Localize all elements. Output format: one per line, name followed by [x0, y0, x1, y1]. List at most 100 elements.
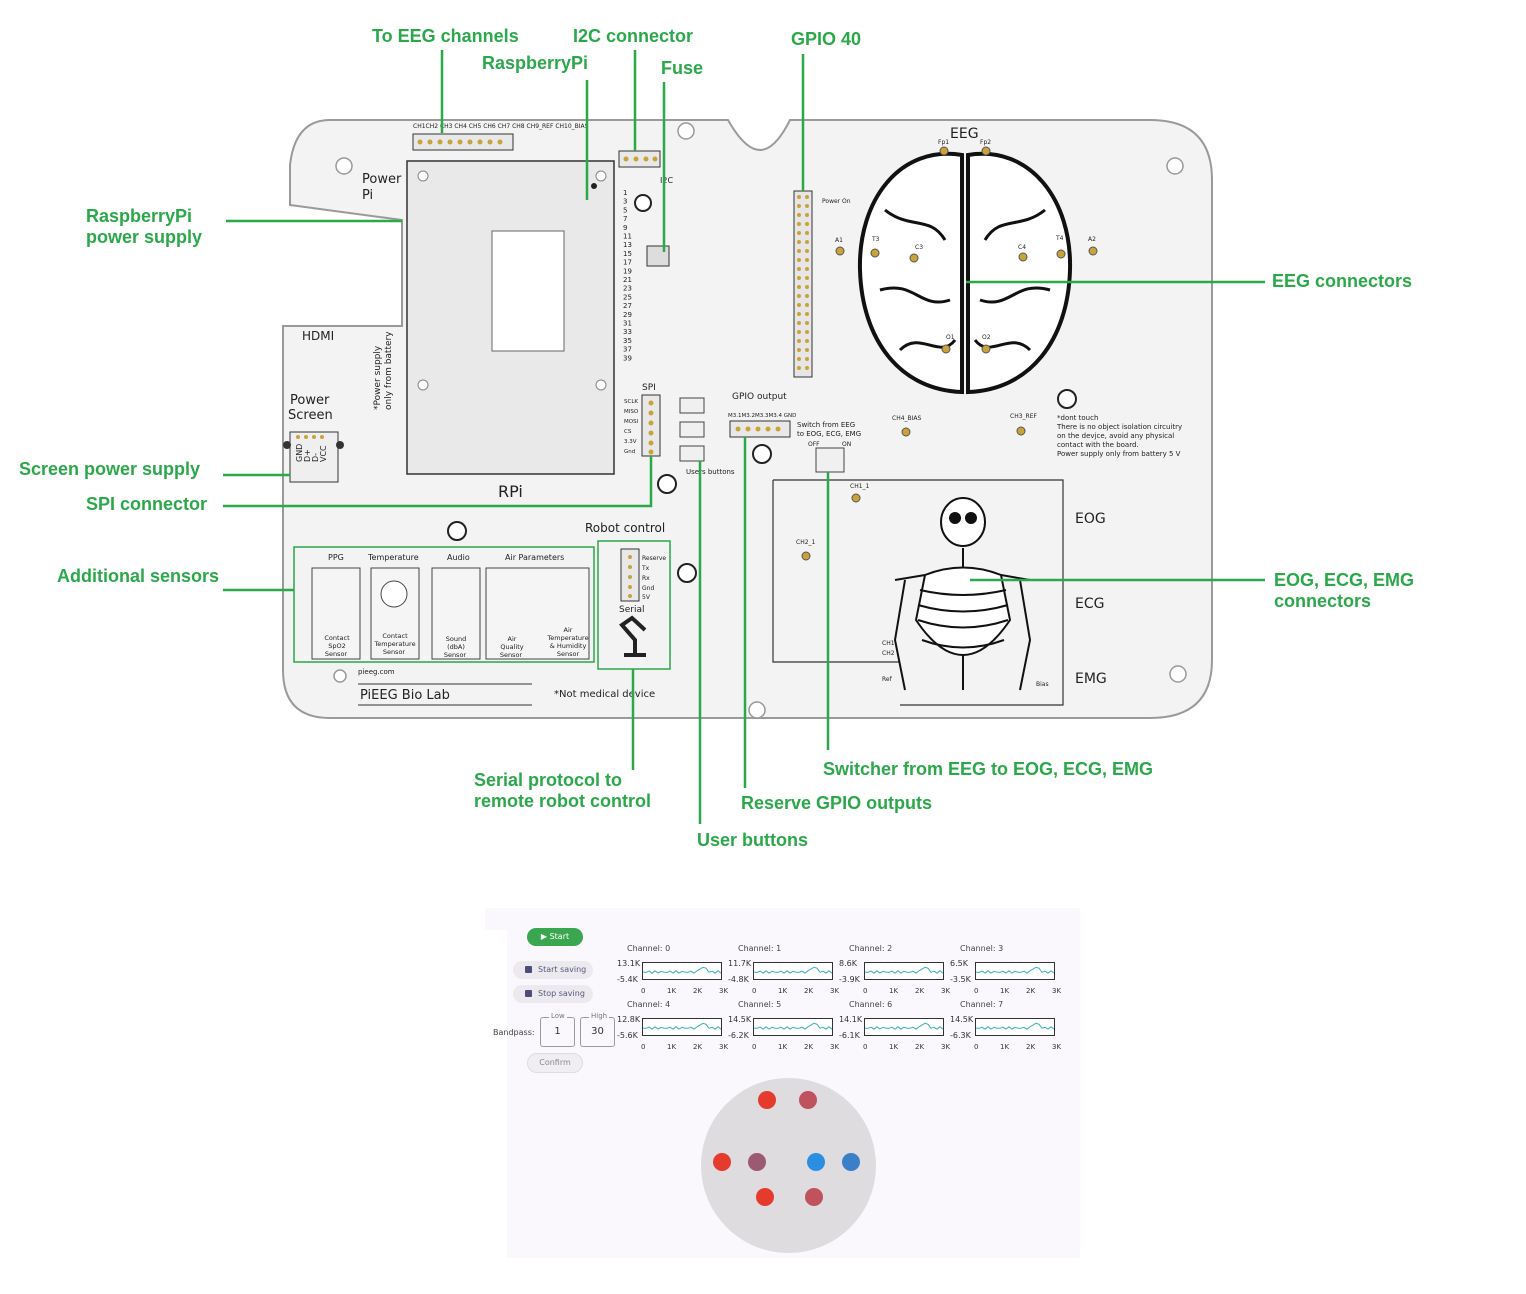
channel-waveform [642, 1018, 722, 1036]
website-label: pieeg.com [358, 668, 395, 676]
callout-serial-protocol: Serial protocol to remote robot control [474, 770, 652, 811]
eog-label: EOG [1075, 511, 1106, 527]
channel-title: Channel: 6 [849, 1000, 893, 1009]
gpio-output-label: GPIO output [732, 392, 787, 402]
emg-label: EMG [1075, 671, 1107, 687]
x-tick-label: 0 [863, 1043, 868, 1051]
callout-switcher: Switcher from EEG to EOG, ECG, EMG [823, 759, 1154, 779]
channel-title: Channel: 0 [627, 944, 671, 953]
confirm-button[interactable]: Confirm [527, 1053, 583, 1073]
i2c-label: I2C [660, 176, 673, 185]
x-tick-label: 2K [915, 987, 925, 995]
x-tick-label: 3K [941, 987, 951, 995]
electrode-dot [799, 1091, 817, 1109]
electrode-dot [713, 1153, 731, 1171]
channel-title: Channel: 5 [738, 1000, 782, 1009]
channel-title: Channel: 3 [960, 944, 1004, 953]
stop-saving-button[interactable]: Stop saving [513, 985, 593, 1003]
play-icon: ▶ [540, 932, 550, 941]
callout-eeg-connectors: EEG connectors [1272, 271, 1413, 291]
electrode-dot [805, 1188, 823, 1206]
gpio40-header [793, 190, 813, 378]
start-saving-button[interactable]: Start saving [513, 961, 593, 979]
channel-title: Channel: 1 [738, 944, 782, 953]
x-tick-label: 2K [1026, 1043, 1036, 1051]
channel-ymin: -3.9K [839, 975, 860, 984]
svg-text:CH3_REF: CH3_REF [1010, 413, 1037, 420]
svg-text:D-: D- [311, 453, 320, 462]
x-tick-label: 3K [830, 987, 840, 995]
svg-text:Ref: Ref [882, 676, 893, 683]
svg-text:ON: ON [842, 441, 851, 448]
eeg-eog-switch [815, 447, 845, 473]
svg-text:GND: GND [295, 444, 304, 462]
callout-fuse: Fuse [661, 58, 704, 78]
svg-text:CH1_1: CH1_1 [850, 483, 870, 490]
user-buttons-group [679, 397, 705, 462]
x-tick-label: 3K [830, 1043, 840, 1051]
channel-ymin: -6.3K [950, 1031, 971, 1040]
svg-text:CH4_BIAS: CH4_BIAS [892, 415, 922, 422]
x-tick-label: 1K [1000, 987, 1010, 995]
x-tick-label: 1K [1000, 1043, 1010, 1051]
x-tick-label: 3K [1052, 1043, 1062, 1051]
callout-to-eeg-channels: To EEG channels [372, 26, 519, 46]
header-labels: CH1CH2 CH3 CH4 CH5 CH6 CH7 CH8 CH9_REF C… [413, 123, 589, 130]
low-cutoff-field[interactable]: Low 1 [540, 1012, 575, 1047]
x-tick-label: 0 [974, 1043, 979, 1051]
electrode-dot [756, 1188, 774, 1206]
callout-user-buttons: User buttons [697, 830, 809, 850]
x-tick-label: 0 [752, 987, 757, 995]
eog-ecg-emg-traces [772, 479, 1064, 706]
x-tick-label: 3K [719, 1043, 729, 1051]
x-tick-label: 0 [641, 987, 646, 995]
electrode-dot [842, 1153, 860, 1171]
robot-arm-icon [619, 615, 647, 657]
channel-waveform [753, 962, 833, 980]
i2c-header [618, 150, 661, 168]
x-tick-label: 2K [804, 987, 814, 995]
channel-ymax: 14.5K [950, 1015, 974, 1024]
x-tick-label: 1K [667, 987, 677, 995]
x-tick-label: 1K [667, 1043, 677, 1051]
electrode-dot [807, 1153, 825, 1171]
x-tick-label: 1K [889, 987, 899, 995]
leader-lines [223, 50, 1265, 824]
x-tick-label: 1K [778, 987, 788, 995]
spi-label: SPI [642, 383, 656, 393]
start-button[interactable]: ▶ Start [527, 928, 583, 946]
channel-waveform [975, 1018, 1055, 1036]
high-cutoff-field[interactable]: High 30 [580, 1012, 615, 1047]
x-tick-label: 1K [889, 1043, 899, 1051]
ecg-label: ECG [1075, 596, 1104, 612]
svg-text:CH2_1: CH2_1 [796, 539, 816, 546]
power-on-label: Power On [822, 198, 851, 205]
brain-illustration [857, 151, 1073, 395]
channel-waveform [864, 1018, 944, 1036]
channel-title: Channel: 7 [960, 1000, 1004, 1009]
gpio40-pins [797, 195, 809, 370]
pcb-diagram: CH1CH2 CH3 CH4 CH5 CH6 CH7 CH8 CH9_REF C… [223, 50, 1265, 824]
eeg-channel-header [412, 133, 514, 151]
callout-gpio-40: GPIO 40 [791, 29, 862, 49]
robot-control-label: Robot control [585, 521, 665, 535]
svg-text:VCC: VCC [319, 445, 328, 462]
svg-text:CH1: CH1 [882, 640, 895, 647]
x-tick-label: 2K [693, 987, 703, 995]
svg-text:OFF: OFF [808, 441, 820, 448]
electrode-dot [748, 1153, 766, 1171]
not-medical-label: *Not medical device [554, 689, 655, 700]
channel-ymin: -5.6K [617, 1031, 638, 1040]
channel-ymax: 13.1K [617, 959, 641, 968]
